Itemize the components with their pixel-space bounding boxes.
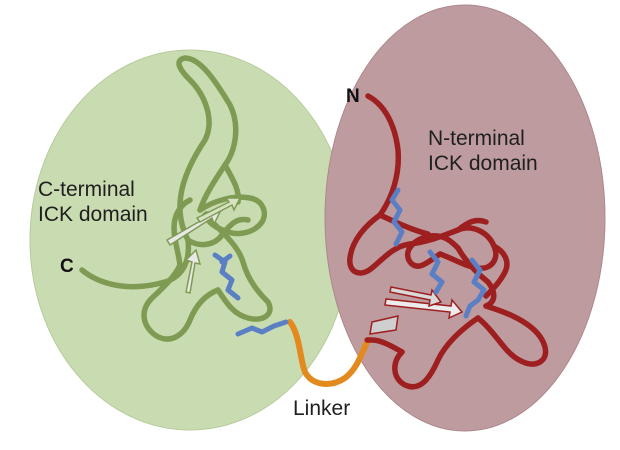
- n-domain-label-line1: N-terminal: [428, 127, 525, 150]
- n-terminus-label: N: [346, 86, 360, 107]
- n-terminal-domain-ellipse: [324, 4, 606, 432]
- c-domain-label: C-terminal ICK domain: [38, 177, 148, 227]
- n-domain-label-line2: ICK domain: [428, 152, 538, 175]
- n-domain-beta-strands: [369, 286, 464, 335]
- c-terminus-label: C: [60, 256, 74, 277]
- c-domain-label-line1: C-terminal: [38, 178, 135, 201]
- linker-label: Linker: [293, 397, 351, 420]
- c-domain-beta-strands: [165, 197, 242, 294]
- disulfide-bonds: [212, 187, 487, 337]
- n-domain-backbone: [347, 93, 549, 390]
- c-domain-label-line2: ICK domain: [38, 203, 148, 226]
- n-domain-label: N-terminal ICK domain: [428, 126, 538, 176]
- linker-chain: [287, 319, 371, 387]
